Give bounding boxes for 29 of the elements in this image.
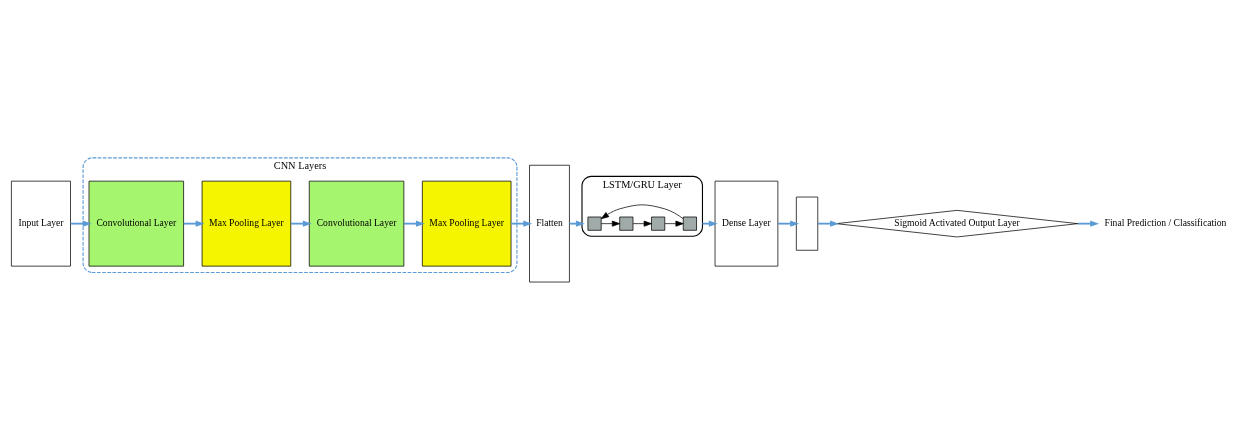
node-box [619,216,634,231]
node-box: Max Pooling Layer [201,180,292,267]
arrow [664,220,684,227]
arrow [510,220,533,227]
node-box: Convolutional Layer [88,180,184,267]
node-box [651,216,666,231]
arrow [182,220,205,227]
node-box: Dense Layer [714,180,779,267]
node-box: Input Layer [11,180,71,267]
arrow [403,220,425,227]
node-box [795,196,819,251]
arrow [568,220,585,227]
arrow [632,220,652,227]
node-box: Flatten [529,164,570,283]
arrow [817,220,839,227]
arrow [69,220,92,227]
node-text: Final Prediction / Classification [1104,217,1227,229]
arrow [1077,220,1100,227]
node-box [587,216,602,231]
arrow [290,220,312,227]
arrow [601,220,621,227]
arrow [777,220,800,227]
node-box: Max Pooling Layer [421,180,512,267]
node-box [682,216,697,231]
arrow [600,204,684,220]
node-diamond: Sigmoid Activated Output Layer [835,210,1079,238]
node-box: Convolutional Layer [308,180,405,267]
arrow [701,220,718,227]
cluster: LSTM/GRU Layer [581,175,704,237]
